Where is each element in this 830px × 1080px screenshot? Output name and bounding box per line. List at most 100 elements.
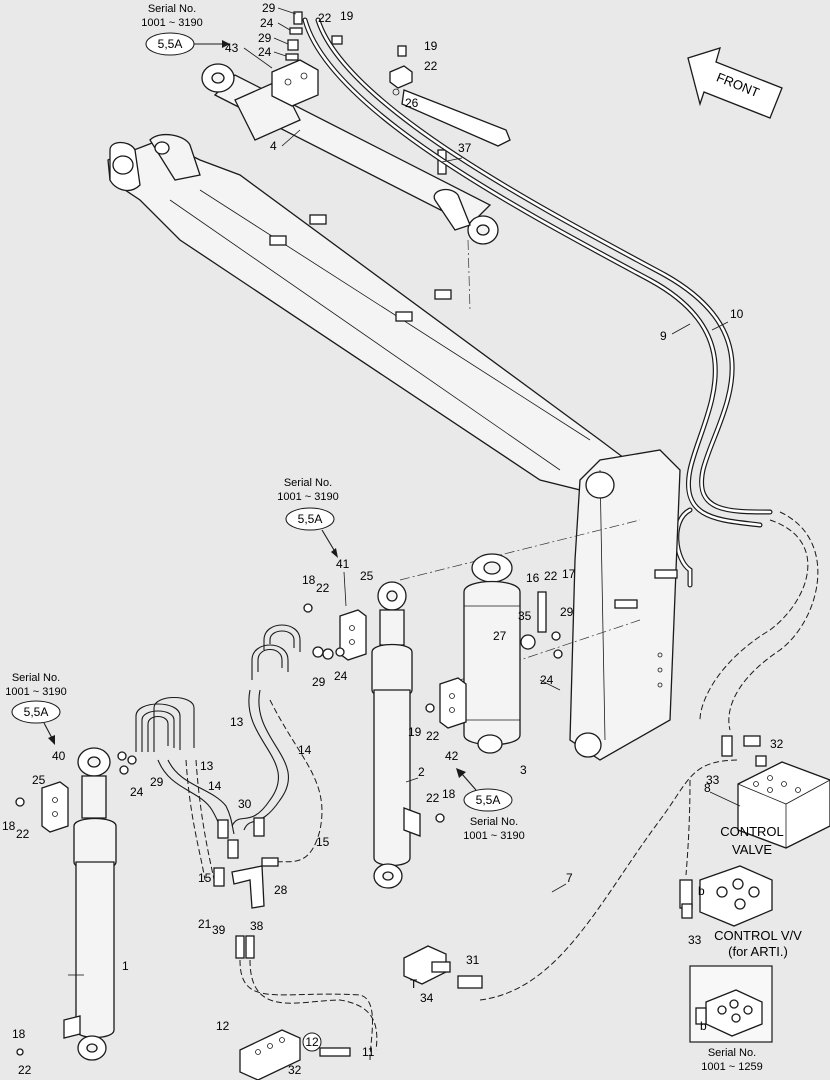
serial-range: 1001 ~ 3190 [463, 830, 524, 842]
serial-ref: 5,5A [298, 512, 323, 526]
serial-ref: 5,5A [476, 793, 501, 807]
serial-title: Serial No. [470, 816, 518, 828]
callout: 14 [208, 779, 222, 793]
callout: 32 [770, 737, 784, 751]
callout: 3 [520, 763, 527, 777]
bracket-38 [231, 865, 265, 959]
leader-lines [68, 7, 741, 976]
callout: 42 [445, 749, 459, 763]
serial-title: Serial No. [12, 672, 60, 684]
callout: 19 [340, 9, 354, 23]
callout: 7 [566, 871, 573, 885]
callout: 19 [408, 725, 422, 739]
callout: 38 [250, 919, 264, 933]
serial-tag-top: Serial No. 1001 ~ 3190 5,5A [141, 3, 230, 56]
callout: 18 [302, 573, 316, 587]
serial-ref: 5,5A [24, 705, 49, 719]
callout: 24 [258, 45, 272, 59]
callout: 22 [424, 59, 438, 73]
callout: 2 [418, 765, 425, 779]
callout: 33 [688, 933, 702, 947]
callout: 16 [526, 571, 540, 585]
control-vv-label-1: CONTROL V/V [714, 928, 802, 943]
callout: 32 [288, 1063, 302, 1077]
callout-numbers: 29 24 29 24 22 19 43 19 22 26 4 37 10 9 … [2, 1, 784, 1077]
callout: 24 [130, 785, 144, 799]
top-fittings [285, 11, 511, 175]
callout: 1 [122, 959, 129, 973]
valve-block-42 [439, 677, 467, 729]
callout: 19 [424, 39, 438, 53]
cylinder-3 [463, 553, 521, 754]
serial-range: 1001 ~ 3190 [141, 17, 202, 29]
callout: 14 [298, 743, 312, 757]
callout: 9 [660, 329, 667, 343]
callout: 18 [2, 819, 16, 833]
port-b-label: b [698, 884, 705, 898]
callout: 28 [274, 883, 288, 897]
callout: 17 [562, 567, 576, 581]
u-hoses-mid [251, 624, 301, 680]
port-b-label-inset: b [700, 1019, 707, 1033]
callout: 25 [32, 773, 46, 787]
control-valve-label-2: VALVE [732, 842, 772, 857]
manifold-block [239, 1029, 351, 1080]
callout: 31 [466, 953, 480, 967]
callout-circled: 12 [305, 1035, 319, 1049]
callout: 10 [730, 307, 744, 321]
callout: 29 [150, 775, 164, 789]
control-vv-arti [679, 865, 773, 927]
callout: 11 [362, 1045, 375, 1059]
serial-tag-mid: Serial No. 1001 ~ 3190 5,5A [277, 477, 339, 558]
callout: 34 [420, 991, 434, 1005]
callout: 8 [704, 781, 711, 795]
valve-block-43 [271, 59, 319, 107]
valve-block-40 [41, 781, 69, 833]
callout: 15 [198, 871, 212, 885]
callout: 24 [260, 16, 274, 30]
callout: 12 [216, 1019, 230, 1033]
callout: 25 [360, 569, 374, 583]
u-hoses-left [135, 697, 195, 752]
callout: 13 [200, 759, 214, 773]
callout: 29 [312, 675, 326, 689]
callout: 22 [18, 1063, 32, 1077]
misc-fittings [15, 591, 563, 1056]
serial-tag-bottom: 5,5A Serial No. 1001 ~ 3190 [456, 768, 525, 842]
serial-title: Serial No. [148, 3, 196, 15]
callout: 26 [405, 96, 419, 110]
callout: 18 [442, 787, 456, 801]
callout: 22 [318, 11, 332, 25]
callout: 35 [518, 609, 532, 623]
control-valve-label-1: CONTROL [720, 824, 784, 839]
callout: 4 [270, 139, 277, 153]
callout: 27 [493, 629, 507, 643]
callout: 22 [16, 827, 30, 841]
callout: 33 [706, 773, 720, 787]
articulation-bracket [569, 449, 681, 761]
inset-frame [689, 965, 773, 1043]
callout: 22 [426, 729, 440, 743]
inset-serial-title: Serial No. [708, 1047, 756, 1059]
front-arrow: FRONT [687, 47, 783, 119]
cylinder-1 [63, 747, 117, 1061]
hose-pair-9-10 [302, 17, 773, 588]
cylinder-2 [371, 581, 421, 889]
callout: 21 [198, 917, 212, 931]
callout: 41 [336, 557, 350, 571]
callout: 24 [334, 669, 348, 683]
port-t-label: T [410, 977, 418, 991]
tank-block [403, 945, 483, 989]
serial-title: Serial No. [284, 477, 332, 489]
serial-range: 1001 ~ 3190 [277, 491, 338, 503]
callout: 29 [262, 1, 276, 15]
callout: 43 [225, 41, 239, 55]
return-lines [239, 759, 741, 1061]
boom-assembly [107, 133, 666, 541]
callout: 18 [12, 1027, 26, 1041]
callout: 29 [258, 31, 272, 45]
serial-range: 1001 ~ 3190 [5, 686, 66, 698]
callout: 15 [316, 835, 330, 849]
callout: 13 [230, 715, 244, 729]
